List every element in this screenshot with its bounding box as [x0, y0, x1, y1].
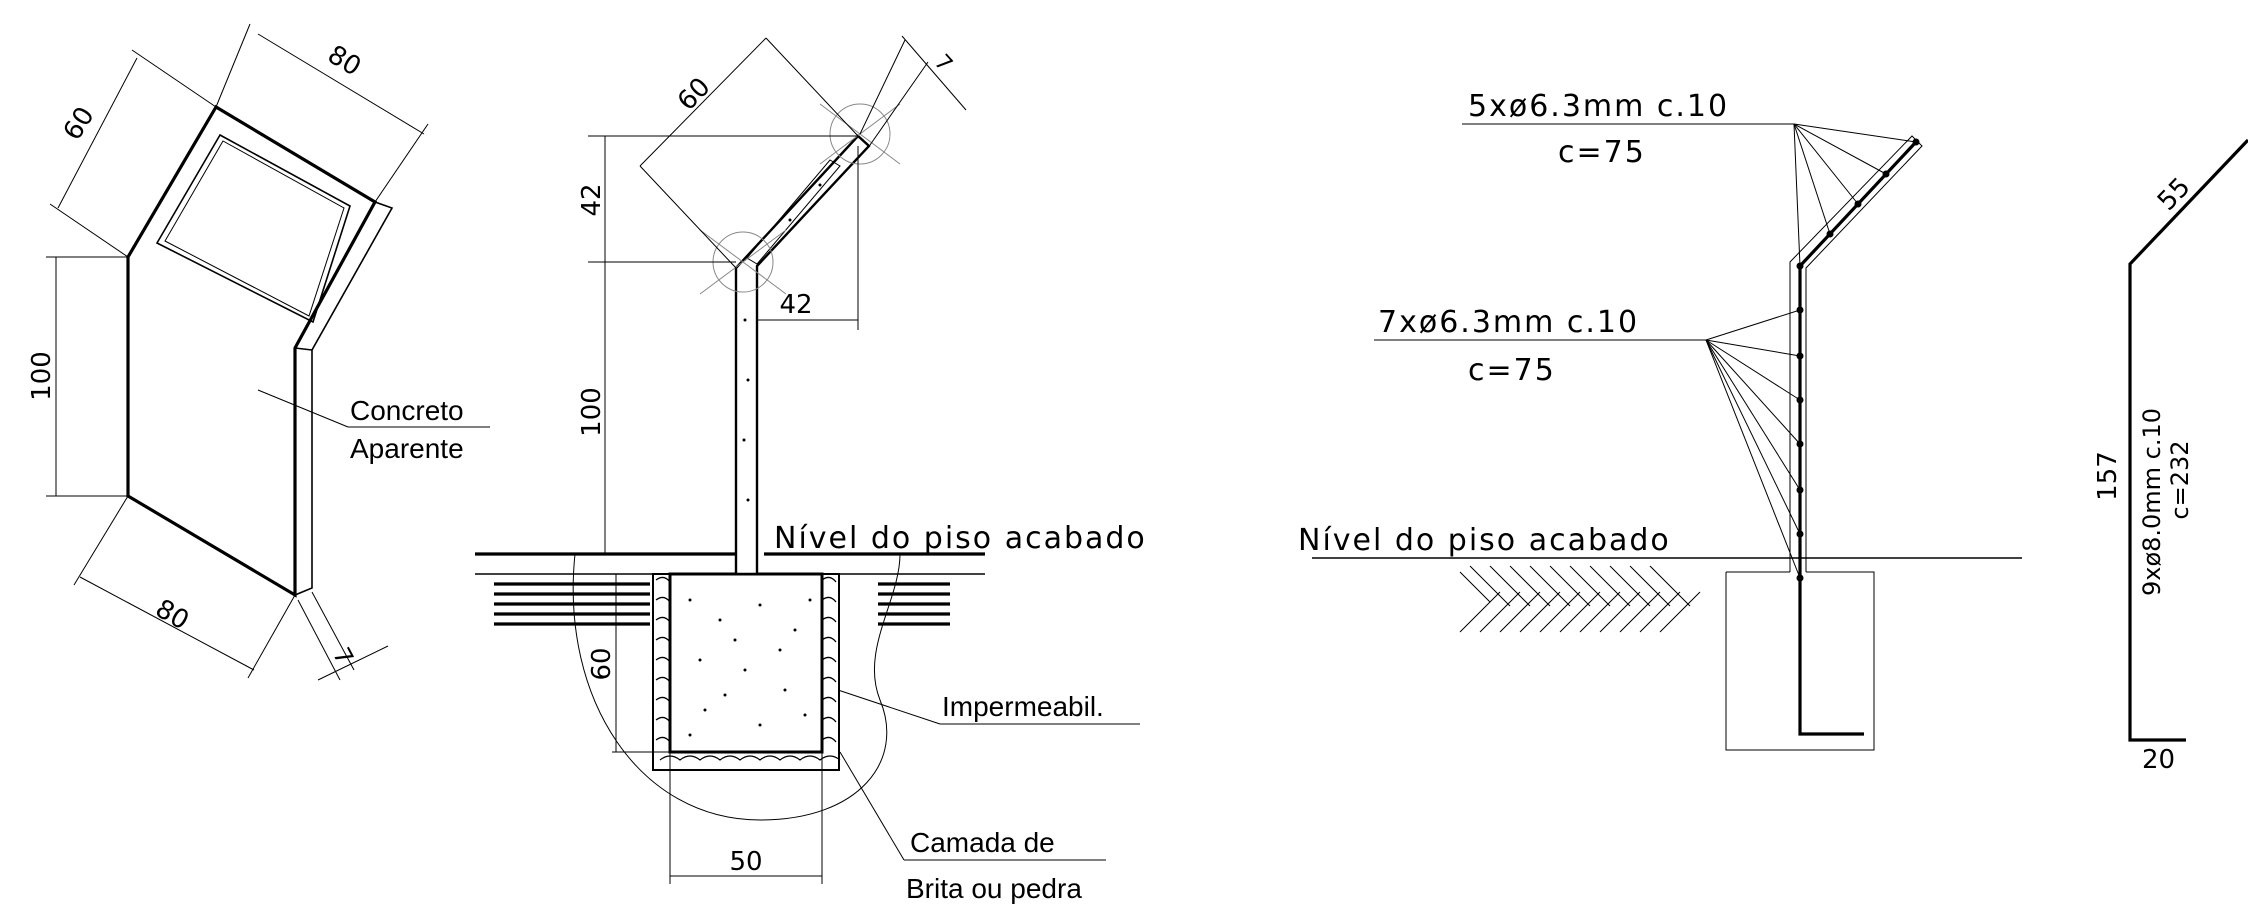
bar-main-length: c=232 [2166, 440, 2194, 519]
soil-crosshatch [1459, 565, 1701, 633]
iso-dim-100: 100 [27, 351, 57, 401]
bar-shape-view: 55 157 9xø8.0mm c.10 c=232 20 [2093, 138, 2248, 775]
rebar-mid-spec: 7xø6.3mm c.10 [1378, 305, 1639, 340]
bar-main-spec: 9xø8.0mm c.10 [2138, 408, 2166, 596]
rebar-dots [1796, 138, 1920, 582]
rebar-top-spec: 5xø6.3mm c.10 [1468, 89, 1729, 124]
bar-dim-20: 20 [2142, 745, 2175, 775]
iso-screen-inner [164, 140, 345, 317]
concrete-footing [668, 572, 824, 754]
isometric-view: 80 60 100 80 7 Concreto Aparente [27, 23, 490, 681]
gravel-layer [655, 576, 841, 761]
rebar-view: 5xø6.3mm c.10 c=75 7xø6.3mm c.10 c=75 Ní… [1298, 89, 2022, 751]
label-waterproofing: Impermeabil. [942, 691, 1104, 722]
iso-dim-80-bottom: 80 [150, 594, 194, 637]
bar-dim-157: 157 [2093, 451, 2123, 501]
rebar-mid-length: c=75 [1468, 353, 1556, 388]
post-section [734, 134, 871, 576]
iso-front-face [126, 104, 378, 598]
label-aparente: Aparente [350, 433, 464, 464]
label-gravel-1: Camada de [910, 827, 1055, 858]
label-concreto: Concreto [350, 395, 464, 426]
sec-dim-60-footing: 60 [587, 647, 617, 680]
soil-hatch-left [494, 582, 650, 626]
sec-dim-42-rise: 42 [577, 183, 607, 216]
section-view: 60 7 42 42 100 60 50 Nível do piso acaba… [475, 35, 1147, 904]
bar-shape [2128, 138, 2248, 742]
sec-dim-100: 100 [577, 387, 607, 437]
sec-dim-60-slope: 60 [672, 72, 717, 117]
soil-hatch-right [878, 582, 950, 626]
bar-dim-55: 55 [2152, 172, 2197, 217]
concrete-speckle [688, 598, 812, 737]
label-gravel-2: Brita ou pedra [906, 873, 1082, 904]
label-floor-level: Nível do piso acabado [774, 521, 1147, 556]
sec-dim-50: 50 [729, 847, 762, 877]
iso-screen-outer [155, 133, 351, 324]
label-floor-level-rebar: Nível do piso acabado [1298, 523, 1671, 558]
sec-dim-7: 7 [929, 50, 957, 77]
rebar-top-length: c=75 [1558, 135, 1646, 170]
sec-dim-42-run: 42 [779, 290, 812, 320]
main-rebar [1798, 140, 1918, 736]
